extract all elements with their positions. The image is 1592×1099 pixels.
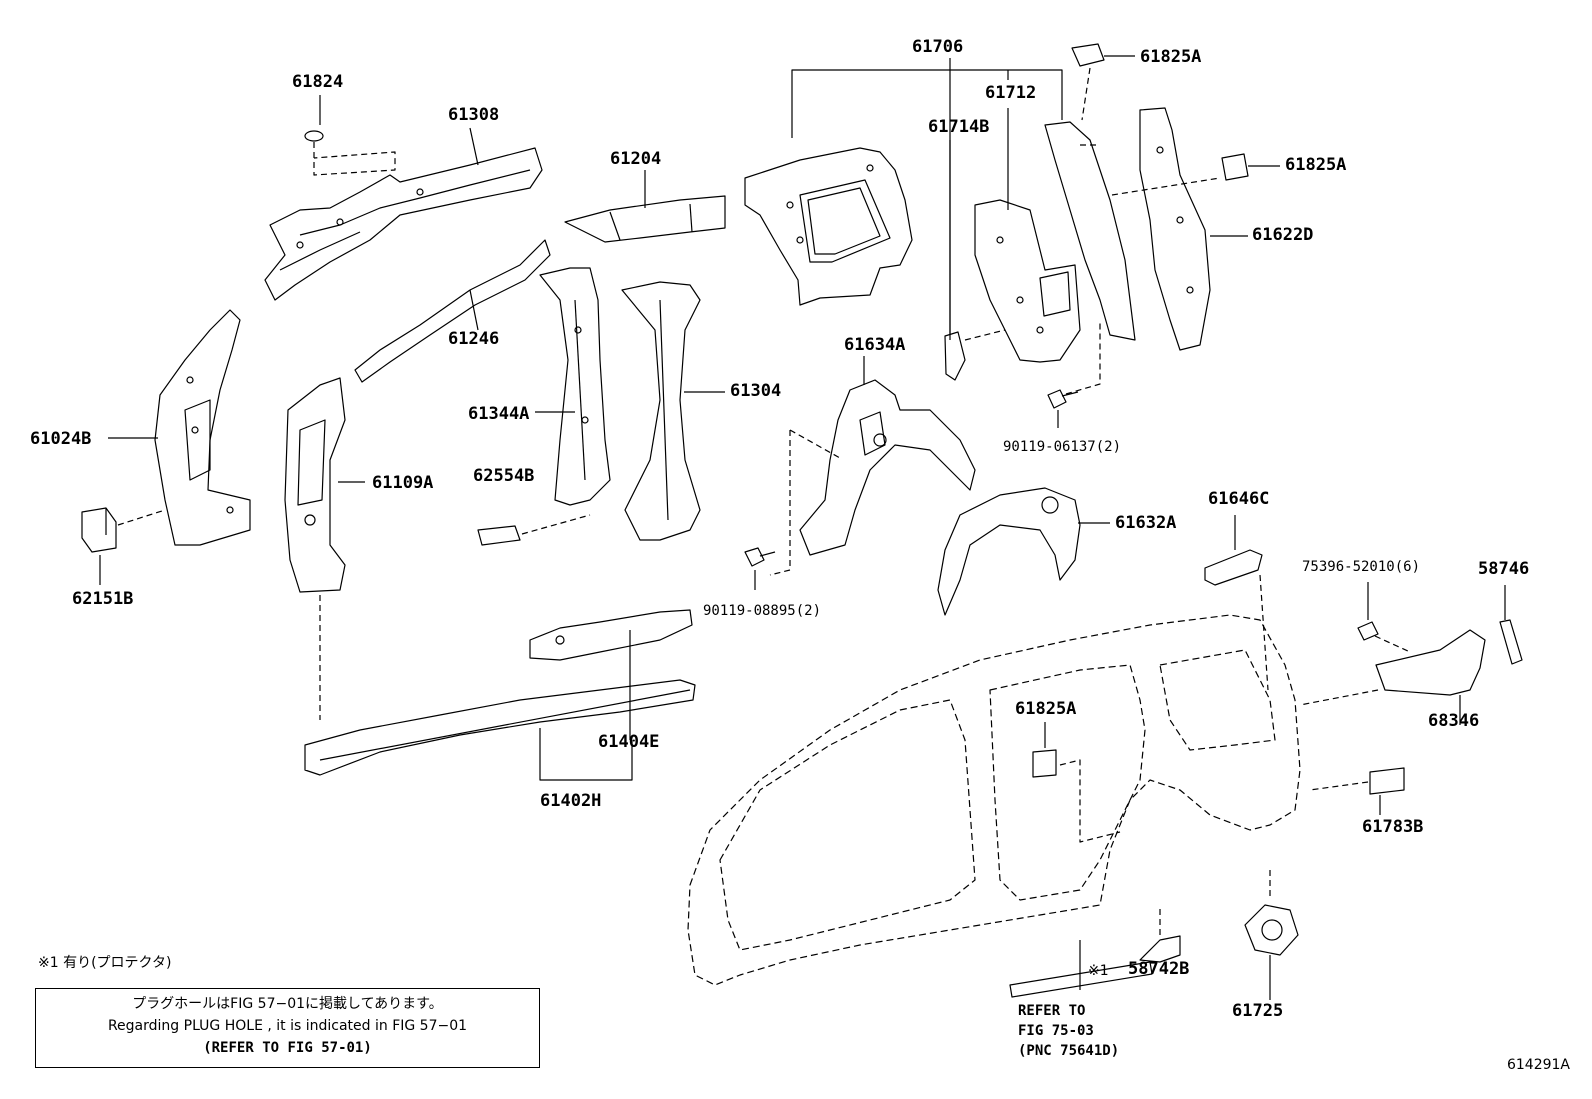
part-61109A xyxy=(284,377,365,720)
note-english: Regarding PLUG HOLE , it is indicated in… xyxy=(107,1018,468,1034)
part-58742B xyxy=(1009,905,1181,998)
part-61712-outer xyxy=(1044,121,1221,341)
part-90119-06137 xyxy=(1047,320,1101,428)
label-61825A-top: 61825A xyxy=(1140,47,1202,67)
part-61246 xyxy=(354,239,551,383)
part-61622D xyxy=(1139,107,1248,351)
footnote-protector: ※1 有り(プロテクタ) xyxy=(38,955,172,971)
label-68346: 68346 xyxy=(1428,711,1480,731)
label-61304: 61304 xyxy=(730,381,782,401)
part-61308 xyxy=(264,127,543,301)
label-61712: 61712 xyxy=(985,83,1037,103)
label-61109A: 61109A xyxy=(372,473,434,493)
part-61824 xyxy=(304,95,396,176)
label-61246: 61246 xyxy=(448,329,500,349)
note-refer: (REFER TO FIG 57-01) xyxy=(203,1040,372,1056)
part-body-side-outer xyxy=(687,614,1301,986)
label-62554B: 62554B xyxy=(473,466,535,486)
part-68346 xyxy=(1299,629,1486,725)
label-61783B: 61783B xyxy=(1362,817,1424,837)
part-61402H xyxy=(304,679,696,781)
part-61714B xyxy=(944,329,1006,381)
part-62151B xyxy=(81,507,166,585)
label-61725: 61725 xyxy=(1232,1001,1284,1021)
part-61825A-low xyxy=(1032,722,1121,843)
label-61308: 61308 xyxy=(448,105,500,125)
part-61783B xyxy=(1309,767,1405,815)
note-japanese: プラグホールはFIG 57−01に掲載してあります。 xyxy=(132,996,443,1012)
part-61404E xyxy=(529,609,693,740)
diagram-code: 614291A xyxy=(1506,1057,1570,1073)
label-61634A: 61634A xyxy=(844,335,906,355)
refer-to-line1: REFER TO xyxy=(1018,1003,1086,1019)
label-61024B: 61024B xyxy=(30,429,92,449)
part-61204 xyxy=(564,170,726,243)
refer-to-line3: (PNC 75641D) xyxy=(1018,1043,1120,1059)
part-61825A-top xyxy=(1071,43,1135,121)
label-61714B: 61714B xyxy=(928,117,990,137)
label-90119-08895: 90119-08895(2) xyxy=(703,603,822,619)
label-58742B: 58742B xyxy=(1128,959,1190,979)
label-61824: 61824 xyxy=(292,72,344,92)
label-61632A: 61632A xyxy=(1115,513,1177,533)
refer-to-line2: FIG 75-03 xyxy=(1018,1023,1094,1039)
plug-hole-note-box: プラグホールはFIG 57−01に掲載してあります。 Regarding PLU… xyxy=(35,988,540,1068)
part-61632A xyxy=(937,487,1110,616)
label-61344A: 61344A xyxy=(468,404,530,424)
part-75396-52010 xyxy=(1357,582,1411,653)
part-61024B xyxy=(108,309,251,546)
label-90119-06137: 90119-06137(2) xyxy=(1003,439,1122,455)
label-62151B: 62151B xyxy=(72,589,134,609)
part-62554B xyxy=(477,514,591,546)
part-61646C xyxy=(1204,515,1269,691)
part-61825A-mid xyxy=(1221,153,1280,181)
label-61402H: 61402H xyxy=(540,791,602,811)
part-61344A xyxy=(535,267,611,506)
part-61712 xyxy=(974,199,1081,363)
part-61304 xyxy=(621,281,725,541)
part-61634A xyxy=(769,356,976,576)
mark-note-1: ※1 xyxy=(1088,963,1109,979)
label-61204: 61204 xyxy=(610,149,662,169)
part-61725 xyxy=(1244,870,1299,1000)
label-61706: 61706 xyxy=(912,37,964,57)
label-61404E: 61404E xyxy=(598,732,660,752)
label-61622D: 61622D xyxy=(1252,225,1314,245)
part-58746 xyxy=(1499,585,1523,665)
label-75396-52010: 75396-52010(6) xyxy=(1302,559,1421,575)
part-61706-panel xyxy=(744,147,913,306)
label-61825A-low: 61825A xyxy=(1015,699,1077,719)
part-90119-08895 xyxy=(744,547,776,590)
label-58746: 58746 xyxy=(1478,559,1530,579)
label-61646C: 61646C xyxy=(1208,489,1270,509)
label-61825A-mid: 61825A xyxy=(1285,155,1347,175)
